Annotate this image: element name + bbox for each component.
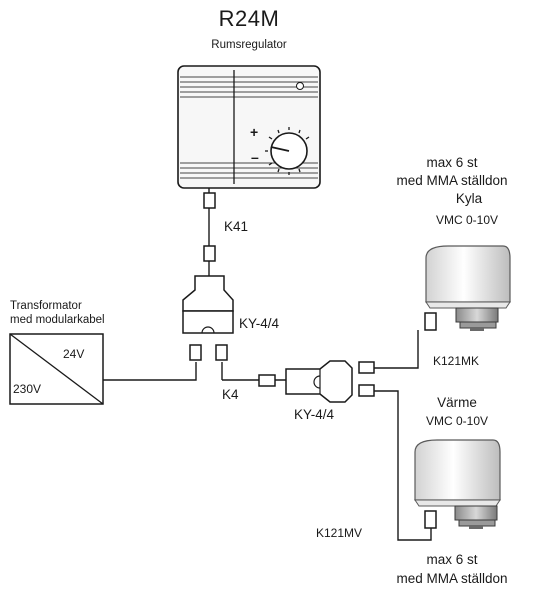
junction-box-upper <box>182 275 234 334</box>
transformer <box>9 333 104 405</box>
cable-label-k121mv: K121MV <box>316 526 363 540</box>
junction-box-lower-label: KY-4/4 <box>294 407 335 422</box>
heating-count-line1: max 6 st <box>426 552 478 567</box>
plug-heating-actuator <box>424 510 437 529</box>
heating-actuator <box>414 439 501 529</box>
cable-label-k4: K4 <box>222 387 239 402</box>
wire-k121mk <box>374 330 419 369</box>
thermostat-indicator-led <box>296 82 304 90</box>
thermostat-model-label: R24M <box>218 6 280 31</box>
cooling-mode-label: Kyla <box>455 191 483 206</box>
plug-out-heating <box>358 384 375 397</box>
transformer-title-line2: med modularkabel <box>10 314 105 326</box>
cooling-actuator <box>425 245 511 331</box>
cooling-count-line2: med MMA ställdon <box>396 173 508 188</box>
plug-k41-bottom <box>203 245 216 262</box>
cable-label-k121mk: K121MK <box>433 354 480 368</box>
plug-k41-top <box>203 192 216 209</box>
heating-signal-label: VMC 0-10V <box>425 414 489 428</box>
transformer-input-voltage: 230V <box>13 382 42 396</box>
thermostat-plus-sign: + <box>250 124 259 140</box>
transformer-title-line1: Transformator <box>10 300 82 312</box>
heating-mode-label: Värme <box>437 395 477 410</box>
thermostat <box>177 65 321 189</box>
wires <box>103 188 432 541</box>
cooling-signal-label: VMC 0-10V <box>435 213 499 227</box>
transformer-output-voltage: 24V <box>63 347 85 361</box>
plug-k4-upper <box>215 344 228 361</box>
junction-box-lower <box>285 360 353 403</box>
wire-k121mv <box>374 390 432 541</box>
heating-count-line2: med MMA ställdon <box>396 571 508 586</box>
plug-transformer <box>189 344 202 361</box>
thermostat-minus-sign: – <box>251 149 259 165</box>
thermostat-subtitle: Rumsregulator <box>211 39 287 51</box>
connector-plugs <box>189 192 437 529</box>
thermostat-dial <box>265 127 310 175</box>
wire-transformer-24v <box>103 362 197 381</box>
plug-k4-lower <box>258 374 276 387</box>
plug-cooling-actuator <box>424 312 437 331</box>
junction-box-upper-label: KY-4/4 <box>239 316 280 331</box>
cable-label-k41: K41 <box>224 219 249 234</box>
cooling-count-line1: max 6 st <box>426 155 478 170</box>
plug-out-cooling <box>358 361 375 374</box>
